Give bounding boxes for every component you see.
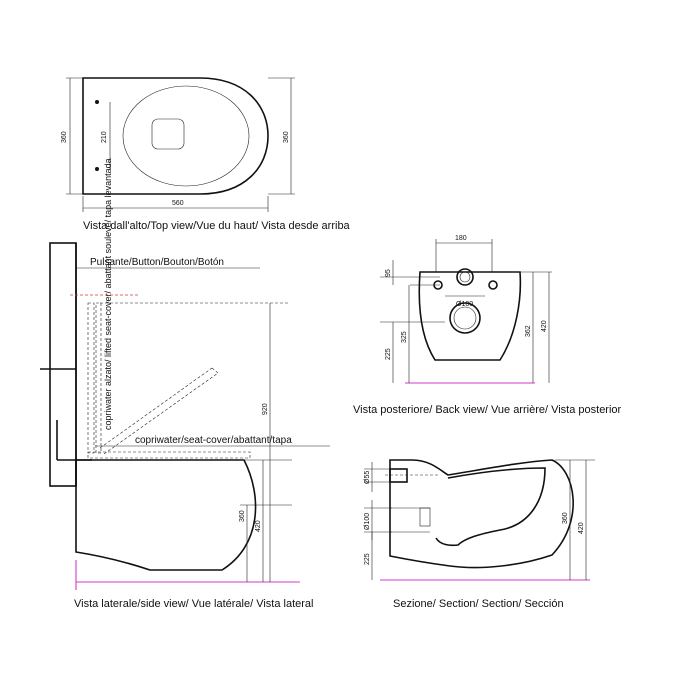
section-dim-55: Ø55 (364, 471, 371, 484)
back-dim-362: 362 (525, 325, 532, 337)
back-fix-right (488, 280, 498, 290)
back-view-caption: Vista posteriore/ Back view/ Vue arrière… (353, 404, 622, 416)
section-inlet (389, 468, 408, 483)
side-dim-360: 360 (239, 510, 246, 522)
top-view-outline (82, 77, 269, 195)
section-view: Ø55 Ø100 225 360 420 Sezione/ Section/ S… (364, 459, 595, 610)
top-view-bowl (122, 85, 250, 187)
section-dim-420: 420 (578, 522, 585, 534)
back-view: 180 Ø100 95 225 325 362 420 Vista poster… (353, 235, 622, 416)
back-dim-420: 420 (541, 320, 548, 332)
side-view-caption: Vista laterale/side view/ Vue latérale/ … (74, 598, 313, 610)
cover-label: copriwater/seat-cover/abattant/tapa (135, 435, 292, 446)
side-dim-420: 420 (255, 520, 262, 532)
side-view: Pulsante/Button/Bouton/Botón copriwater … (40, 158, 330, 610)
section-view-caption: Sezione/ Section/ Section/ Sección (393, 598, 564, 610)
top-view-outlet (151, 118, 185, 150)
side-dim-920: 920 (262, 403, 269, 415)
back-inlet (456, 268, 474, 286)
back-dim-225: 225 (385, 348, 392, 360)
back-dim-95: 95 (385, 269, 392, 277)
top-dim-560: 560 (172, 200, 184, 207)
side-bowl (75, 459, 257, 571)
section-body (389, 459, 574, 569)
top-dim-360-right: 360 (283, 131, 290, 143)
back-outlet (449, 302, 481, 334)
button-label: Pulsante/Button/Bouton/Botón (90, 257, 224, 268)
seat-cover-closed (87, 451, 251, 459)
back-dim-180: 180 (455, 235, 467, 242)
section-bowl-inner (435, 467, 546, 547)
section-dim-225: 225 (364, 553, 371, 565)
seat-cover-diagonal (99, 367, 219, 455)
back-dim-100: Ø100 (456, 301, 473, 308)
fixing-hole-bottom (95, 167, 99, 171)
lifted-seat-cover (87, 302, 95, 454)
top-view: 360 210 360 560 Vista dall'alto/Top view… (61, 77, 351, 232)
back-dim-325: 325 (401, 331, 408, 343)
section-dim-100: Ø100 (364, 513, 371, 530)
section-outlet (419, 507, 431, 527)
top-dim-210: 210 (101, 131, 108, 143)
top-dim-360-left: 360 (61, 131, 68, 143)
cistern-frame (49, 242, 77, 487)
lifted-cover-label: copriwater alzato/ lifted seat-cover/ ab… (103, 158, 113, 430)
section-dim-360: 360 (562, 512, 569, 524)
top-view-caption: Vista dall'alto/Top view/Vue du haut/ Vi… (83, 220, 351, 232)
fixing-hole-top (95, 100, 99, 104)
back-outline (418, 271, 522, 361)
